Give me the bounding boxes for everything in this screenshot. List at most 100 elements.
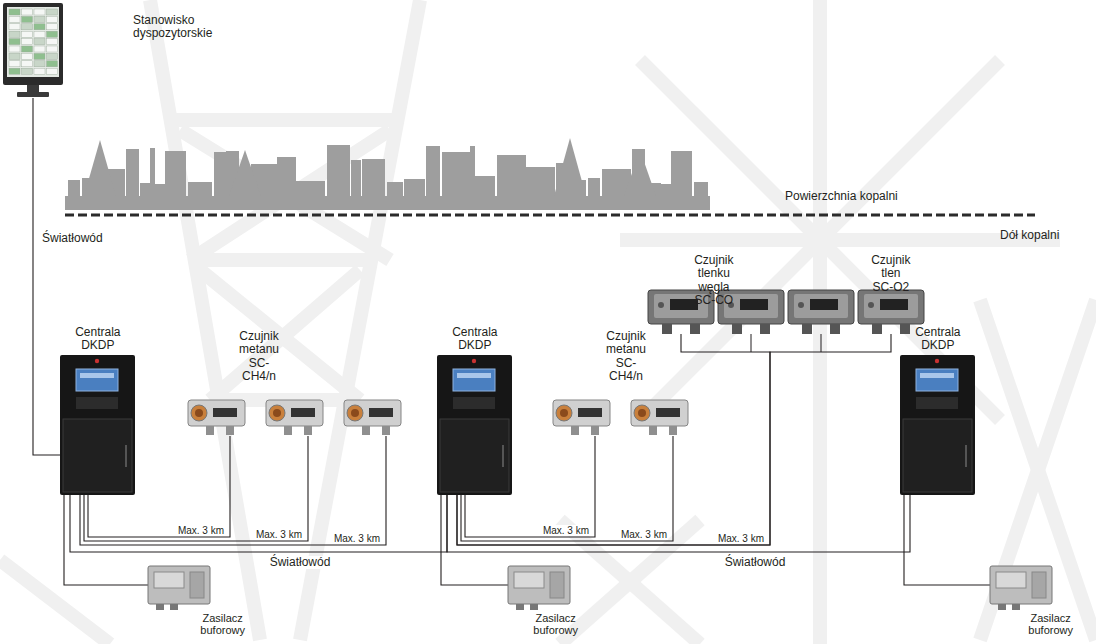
dispatcher-workstation-icon (3, 3, 63, 98)
sensor-body (266, 400, 323, 426)
cable-gland (830, 324, 840, 334)
cable-gland (690, 324, 700, 334)
sensor-body (858, 290, 924, 324)
indicator-lamp (472, 359, 476, 363)
buffer-power-supply-icon (990, 566, 1052, 610)
cabinet-body (60, 355, 135, 495)
watermark-stroke (170, 113, 400, 127)
skyline-building (387, 182, 403, 196)
skyline-building (442, 152, 472, 196)
sensor-drop-wire (751, 334, 752, 352)
buffer-power-supply: Zasilacz buforowy (508, 566, 577, 637)
cable-gland (530, 604, 538, 610)
skyline-building (473, 176, 495, 196)
node-label: Zasilacz buforowy (1028, 612, 1074, 637)
screen-cell (22, 39, 33, 45)
skyline-building (526, 167, 555, 196)
cable-gland (284, 426, 292, 435)
cabinet-screen (453, 369, 495, 391)
cabinet-screen (916, 369, 958, 391)
screen-cell (9, 61, 20, 67)
skyline-building (126, 149, 139, 196)
sensor-head-core (273, 409, 281, 417)
screen-cell (47, 16, 58, 22)
o2-sensor-icon (858, 290, 924, 334)
node-label: Centrala DKDP (74, 326, 121, 353)
mine-skyline (65, 138, 710, 210)
sensor-head-core (638, 409, 646, 417)
cable-gland (571, 426, 579, 435)
psu-body (508, 566, 570, 604)
skyline-building (671, 151, 692, 196)
chimney (330, 156, 335, 196)
sensor-display (291, 408, 315, 417)
methane-sensor (344, 400, 401, 435)
sensor-head (634, 405, 650, 421)
cable-gland (156, 604, 164, 610)
screen-cell (34, 46, 45, 52)
screen-cell (34, 31, 45, 37)
screen-cell (47, 39, 58, 45)
cable-gland (649, 426, 657, 435)
methane-sensor-group: Czujnik metanu SC-CH4/n (553, 330, 688, 436)
buffer-power-supply: Zasilacz buforowy (990, 566, 1072, 637)
edge-label: Światłowód (41, 232, 104, 245)
cable-gland (516, 604, 524, 610)
buffer-power-supply-icon (508, 566, 570, 610)
door-handle (965, 445, 967, 467)
cabinet-door (63, 419, 132, 492)
edge-label: Max. 3 km (620, 529, 668, 540)
skyline-base (65, 196, 710, 210)
cable-connector (457, 334, 891, 545)
buffer-power-supply-icon (148, 566, 210, 610)
skyline-building (694, 182, 708, 196)
keypad (916, 397, 958, 409)
screen-cell (9, 24, 20, 30)
skyline-building (277, 157, 296, 196)
sensor-head-core (351, 409, 359, 417)
node-label: Zasilacz buforowy (533, 612, 579, 637)
node-label: Czujnik metanu SC-CH4/n (238, 330, 280, 384)
sensor-head-core (195, 409, 203, 417)
cable-connector (64, 495, 148, 585)
door-handle (502, 445, 504, 467)
screen-highlight (920, 373, 954, 378)
headframe (624, 150, 656, 196)
skyline-building (214, 152, 226, 196)
screen-cell (9, 46, 20, 52)
screen-cell (22, 46, 33, 52)
indicator-lamp (935, 359, 939, 363)
surface-label: Powierzchnia kopalni (785, 190, 898, 203)
screen-cell (34, 16, 45, 22)
screen-cell (47, 68, 58, 74)
fibre-connector (33, 98, 60, 455)
cabinet-body (437, 355, 512, 495)
surface-boundary (65, 214, 1035, 217)
psu-module (190, 572, 204, 598)
edge-label: Światłowód (724, 556, 787, 569)
cable-gland (872, 324, 882, 334)
node-label: Zasilacz buforowy (200, 612, 246, 637)
methane-sensor (266, 400, 323, 435)
methane-sensor (631, 400, 688, 435)
buffer-power-supply: Zasilacz buforowy (148, 566, 244, 637)
cable-gland (362, 426, 370, 435)
skyline-building (351, 160, 361, 196)
gas-sensor (788, 290, 854, 334)
screen-cell (34, 24, 45, 30)
edge-label: Max. 3 km (177, 525, 225, 536)
monitor-screen (7, 7, 59, 77)
psu-body (990, 566, 1052, 604)
sensor-display (369, 408, 393, 417)
methane-sensor (553, 400, 610, 435)
edge-label: Max. 3 km (333, 533, 381, 544)
sensor-display (578, 408, 602, 417)
screen-cell (22, 9, 33, 15)
screen-cell (47, 9, 58, 15)
skyline-building (362, 159, 385, 196)
cable-connector (904, 495, 990, 585)
node-label: Czujnik metanu SC-CH4/n (605, 330, 647, 384)
door-handle (125, 445, 127, 467)
screen-cell (34, 53, 45, 59)
